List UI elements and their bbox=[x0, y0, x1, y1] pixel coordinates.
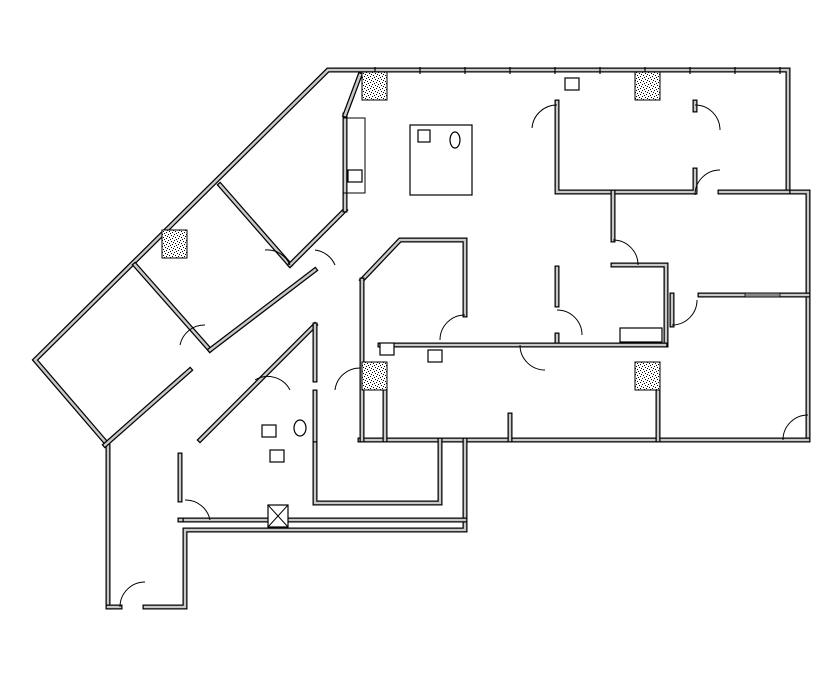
door-swing-icon bbox=[179, 324, 206, 346]
fixtures bbox=[161, 71, 781, 528]
door-swing-icon bbox=[782, 414, 809, 441]
door-swing-icon bbox=[334, 367, 361, 391]
door-swing-icon bbox=[612, 239, 639, 266]
wall-fill bbox=[218, 183, 292, 267]
door-swing-icon bbox=[519, 344, 546, 371]
wall-fill bbox=[313, 438, 442, 505]
column-icon bbox=[634, 71, 661, 101]
door-swing-icon bbox=[184, 499, 211, 521]
column-icon bbox=[634, 361, 661, 391]
wall-fill bbox=[33, 68, 810, 609]
door-swing-icon bbox=[556, 309, 583, 336]
wall-fill bbox=[611, 263, 668, 347]
column-icon bbox=[361, 71, 388, 101]
sink-icon bbox=[417, 129, 431, 143]
wall-fill bbox=[343, 73, 362, 117]
sink-icon bbox=[261, 424, 277, 438]
wall-fill bbox=[198, 323, 317, 442]
counter bbox=[619, 327, 663, 343]
wall bbox=[142, 437, 468, 610]
toilet-icon bbox=[449, 131, 461, 149]
door-swing-icon bbox=[694, 104, 721, 131]
door-swing-icon bbox=[671, 299, 698, 326]
wall-fill bbox=[208, 268, 317, 352]
sink-icon bbox=[379, 342, 395, 356]
counter bbox=[744, 292, 781, 298]
sink-icon bbox=[347, 169, 363, 183]
wall-fill bbox=[288, 208, 347, 267]
door-swing-icon bbox=[264, 249, 291, 266]
door-swing-icon bbox=[694, 169, 721, 196]
walls bbox=[31, 67, 811, 610]
door-swing-icon bbox=[119, 581, 146, 608]
wall-fill bbox=[360, 238, 467, 317]
toilet-icon bbox=[293, 419, 307, 437]
wall-fill bbox=[133, 263, 212, 352]
wall-fill bbox=[143, 438, 467, 609]
wall bbox=[554, 99, 698, 195]
door-swing-icon bbox=[314, 249, 336, 266]
sink-icon bbox=[269, 449, 285, 463]
door-swing-icon bbox=[439, 314, 466, 341]
wall-fill bbox=[555, 100, 697, 194]
column-icon bbox=[361, 361, 388, 391]
sink-icon bbox=[427, 349, 443, 363]
door-swing-icon bbox=[254, 376, 291, 391]
elevator-cross bbox=[267, 504, 289, 528]
wall-fill bbox=[103, 368, 192, 447]
sink-icon bbox=[564, 77, 580, 91]
counter bbox=[342, 117, 366, 194]
wall bbox=[312, 437, 443, 506]
door-swing-icon bbox=[531, 104, 558, 129]
column-icon bbox=[161, 229, 188, 259]
wall bbox=[358, 237, 468, 318]
